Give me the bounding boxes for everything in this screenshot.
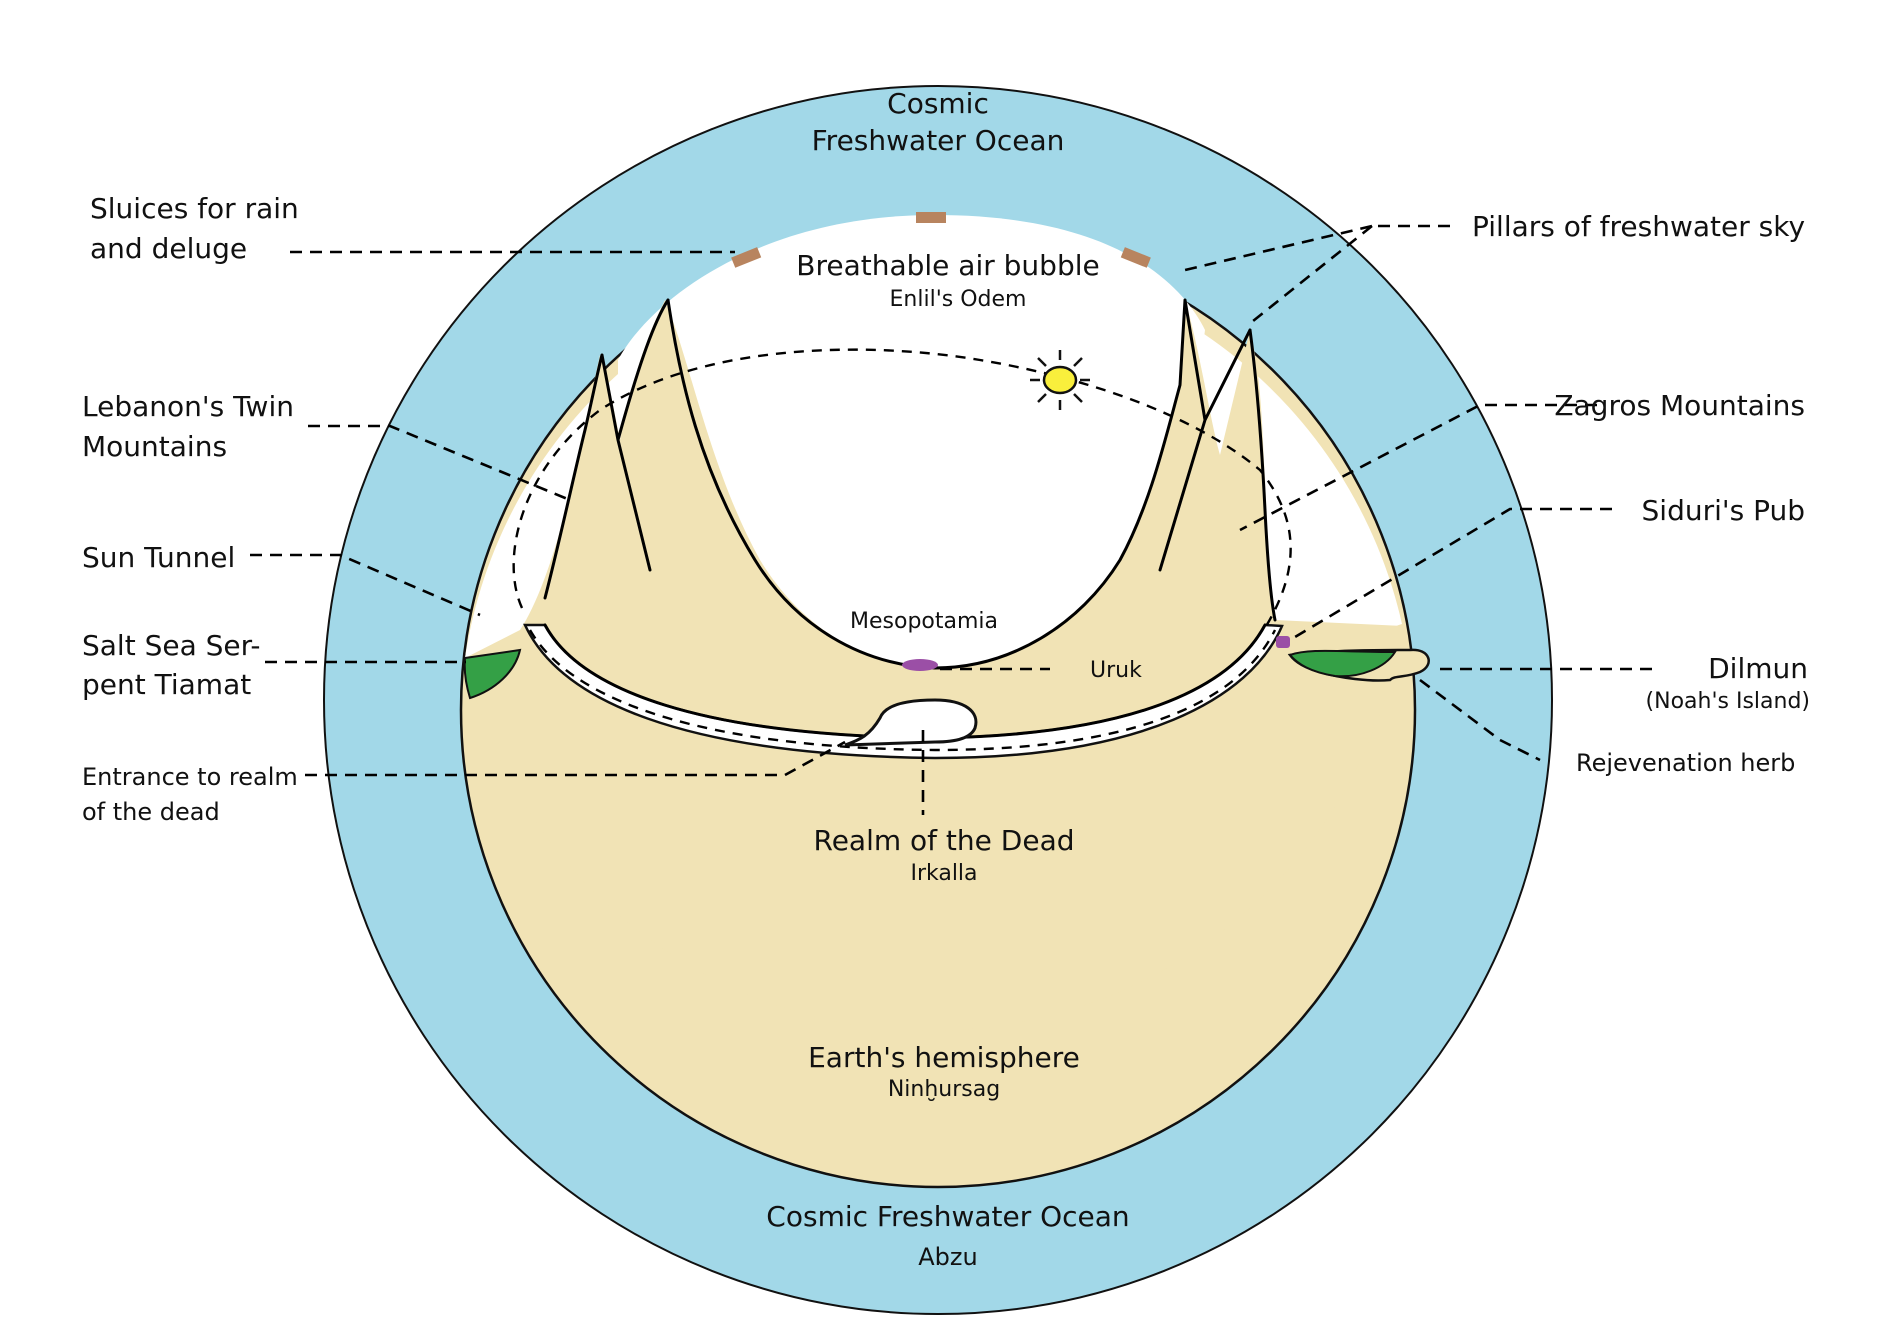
realm-dead-sublabel: Irkalla — [910, 861, 977, 886]
sluices-label-2: and deluge — [90, 232, 247, 265]
tiamat-label-1: Salt Sea Ser- — [82, 629, 260, 662]
leader-siduri — [1289, 507, 1612, 642]
leader-lebanon — [308, 424, 571, 502]
air-bubble-sublabel: Enlil's Odem — [890, 287, 1027, 312]
uruk-label: Uruk — [1090, 658, 1142, 683]
ocean-top-label-1: Cosmic — [887, 87, 989, 120]
ocean-bottom-sublabel: Abzu — [918, 1243, 977, 1271]
air-bubble-label: Breathable air bubble — [796, 249, 1099, 282]
sluice-left — [731, 247, 762, 268]
air-bubble — [618, 215, 1205, 664]
realm-dead-cave — [844, 698, 978, 747]
earth-hemisphere-label: Earth's hemisphere — [808, 1041, 1080, 1074]
leader-entrance — [305, 740, 846, 777]
uruk-marker — [902, 659, 938, 671]
lebanon-mountains-outline — [543, 298, 937, 670]
pillars-label: Pillars of freshwater sky — [1472, 210, 1805, 243]
sluice-right — [1120, 247, 1151, 268]
zagros-label: Zagros Mountains — [1554, 389, 1805, 422]
tiamat-label-2: pent Tiamat — [82, 668, 251, 701]
lebanon-label-1: Lebanon's Twin — [82, 390, 294, 423]
tiamat-sea — [463, 648, 522, 700]
ocean-bottom-label: Cosmic Freshwater Ocean — [766, 1200, 1129, 1233]
sluice-top — [916, 212, 946, 223]
leader-rejuvenation — [1419, 678, 1541, 762]
earth-hemisphere-sublabel: Ninḫursag — [888, 1077, 1000, 1102]
siduri-label: Siduri's Pub — [1642, 494, 1805, 527]
sun-tunnel-path — [528, 629, 1277, 752]
lebanon-label-2: Mountains — [82, 430, 227, 463]
sun-icon — [1030, 350, 1090, 410]
leader-sun-tunnel — [250, 553, 481, 617]
siduri-marker — [1276, 636, 1290, 648]
dilmun-green — [1288, 649, 1397, 678]
mesopotamia-label: Mesopotamia — [850, 609, 998, 634]
leader-pillars — [1184, 224, 1450, 327]
entrance-label-2: of the dead — [82, 798, 220, 826]
sun-tunnel-label: Sun Tunnel — [82, 541, 235, 574]
entrance-label-1: Entrance to realm — [82, 763, 298, 791]
dilmun-sublabel: (Noah's Island) — [1646, 689, 1810, 714]
sluices-label-1: Sluices for rain — [90, 192, 299, 225]
realm-dead-label: Realm of the Dead — [814, 824, 1075, 857]
dilmun-label: Dilmun — [1708, 652, 1808, 685]
ocean-top-label-2: Freshwater Ocean — [812, 124, 1065, 157]
zagros-mountains-outline — [933, 298, 1277, 670]
rejuvenation-label: Rejevenation herb — [1576, 749, 1795, 777]
earth-landmass — [465, 300, 1402, 1031]
